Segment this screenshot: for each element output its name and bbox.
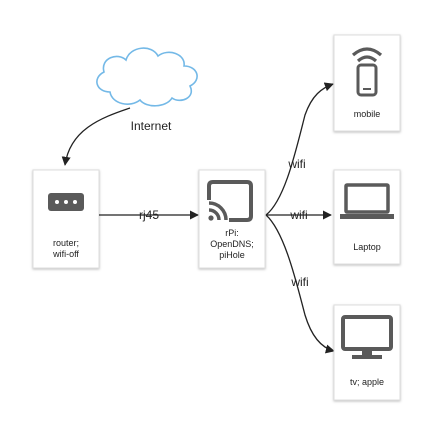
rj45-label: rj45 [139, 208, 159, 222]
laptop-label: Laptop [353, 242, 381, 252]
router-node[interactable]: router; wifi-off [32, 169, 100, 269]
mobile-wifi-icon [351, 47, 383, 63]
laptop-wifi-label: wifi [289, 208, 307, 222]
mobile-wifi-label: wifi [287, 157, 305, 171]
router-icon [48, 193, 84, 211]
rpi-node[interactable]: rPi: OpenDNS; piHole [198, 169, 266, 269]
rpi-tv-link [265, 214, 335, 354]
cast-icon [207, 180, 253, 222]
internet-cloud-icon [96, 47, 198, 107]
tv-icon [341, 315, 393, 359]
tv-wifi-label: wifi [290, 275, 308, 289]
rpi-label-line3: piHole [219, 250, 245, 260]
tv-node[interactable]: tv; apple [333, 304, 401, 401]
laptop-node[interactable]: Laptop [333, 169, 401, 265]
router-label-line2: wifi-off [52, 249, 79, 259]
mobile-node[interactable]: mobile [333, 34, 401, 132]
rpi-mobile-link [265, 82, 334, 216]
laptop-icon [340, 183, 394, 219]
tv-label: tv; apple [350, 377, 384, 387]
rpi-label-line1: rPi: [225, 228, 239, 238]
rpi-label-line2: OpenDNS; [210, 239, 254, 249]
mobile-label: mobile [354, 109, 381, 119]
mobile-phone-icon [356, 63, 378, 97]
internet-label: Internet [131, 119, 172, 133]
internet-router-link [61, 107, 131, 166]
router-label-line1: router; [53, 238, 79, 248]
